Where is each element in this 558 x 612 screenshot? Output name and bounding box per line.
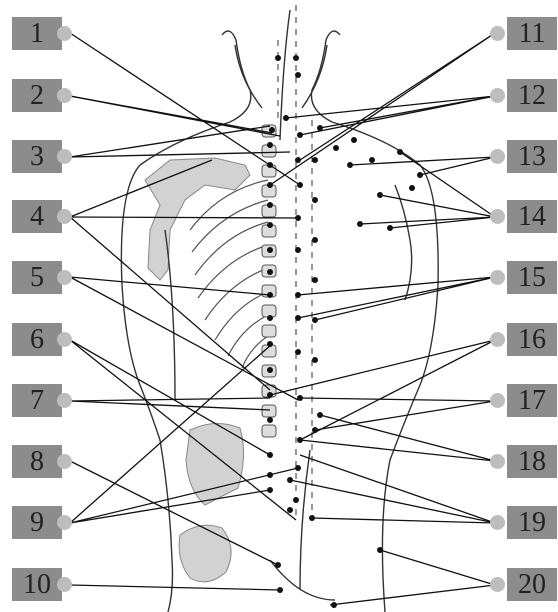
marker-dot — [57, 149, 72, 164]
label-box-3: 3 — [12, 140, 62, 173]
marker-dot — [490, 149, 505, 164]
label-box-10: 10 — [12, 568, 62, 601]
label-number: 3 — [30, 143, 44, 171]
label-box-9: 9 — [12, 506, 62, 539]
label-box-4: 4 — [12, 200, 62, 233]
marker-dot — [57, 577, 72, 592]
leader-lines — [70, 33, 495, 605]
label-box-6: 6 — [12, 323, 62, 356]
label-number: 5 — [30, 264, 44, 292]
label-number: 4 — [30, 203, 44, 231]
spine-vertebrae — [262, 125, 276, 437]
label-number: 10 — [23, 571, 51, 599]
marker-dot — [57, 88, 72, 103]
label-number: 11 — [519, 20, 546, 48]
marker-dot — [57, 454, 72, 469]
label-box-17: 17 — [507, 384, 557, 417]
label-box-7: 7 — [12, 384, 62, 417]
marker-dot — [490, 332, 505, 347]
label-number: 8 — [30, 448, 44, 476]
label-number: 1 — [30, 20, 44, 48]
marker-dot — [490, 88, 505, 103]
label-number: 12 — [518, 82, 546, 110]
label-number: 19 — [518, 509, 546, 537]
marker-dot — [57, 270, 72, 285]
label-number: 7 — [30, 387, 44, 415]
label-number: 17 — [518, 387, 546, 415]
marker-dot — [490, 393, 505, 408]
label-box-20: 20 — [507, 568, 557, 601]
label-box-5: 5 — [12, 261, 62, 294]
marker-dot — [57, 209, 72, 224]
marker-dot — [490, 515, 505, 530]
marker-dot — [57, 332, 72, 347]
marker-dot — [490, 270, 505, 285]
marker-dot — [57, 393, 72, 408]
label-box-8: 8 — [12, 445, 62, 478]
rib-lines — [190, 180, 268, 368]
label-box-1: 1 — [12, 17, 62, 50]
label-box-15: 15 — [507, 261, 557, 294]
marker-dot — [57, 26, 72, 41]
label-number: 20 — [518, 571, 546, 599]
label-box-2: 2 — [12, 79, 62, 112]
femur-head-bone — [179, 525, 231, 582]
label-number: 9 — [30, 509, 44, 537]
label-number: 2 — [30, 82, 44, 110]
label-box-13: 13 — [507, 140, 557, 173]
label-box-19: 19 — [507, 506, 557, 539]
label-box-16: 16 — [507, 323, 557, 356]
label-box-14: 14 — [507, 200, 557, 233]
marker-dot — [490, 577, 505, 592]
label-number: 16 — [518, 326, 546, 354]
marker-dot — [490, 209, 505, 224]
label-number: 15 — [518, 264, 546, 292]
label-box-12: 12 — [507, 79, 557, 112]
marker-dot — [57, 515, 72, 530]
marker-dot — [490, 454, 505, 469]
label-number: 13 — [518, 143, 546, 171]
label-number: 18 — [518, 448, 546, 476]
label-number: 6 — [30, 326, 44, 354]
acupoints — [267, 55, 423, 608]
label-box-11: 11 — [507, 17, 557, 50]
marker-dot — [490, 26, 505, 41]
label-box-18: 18 — [507, 445, 557, 478]
label-number: 14 — [518, 203, 546, 231]
